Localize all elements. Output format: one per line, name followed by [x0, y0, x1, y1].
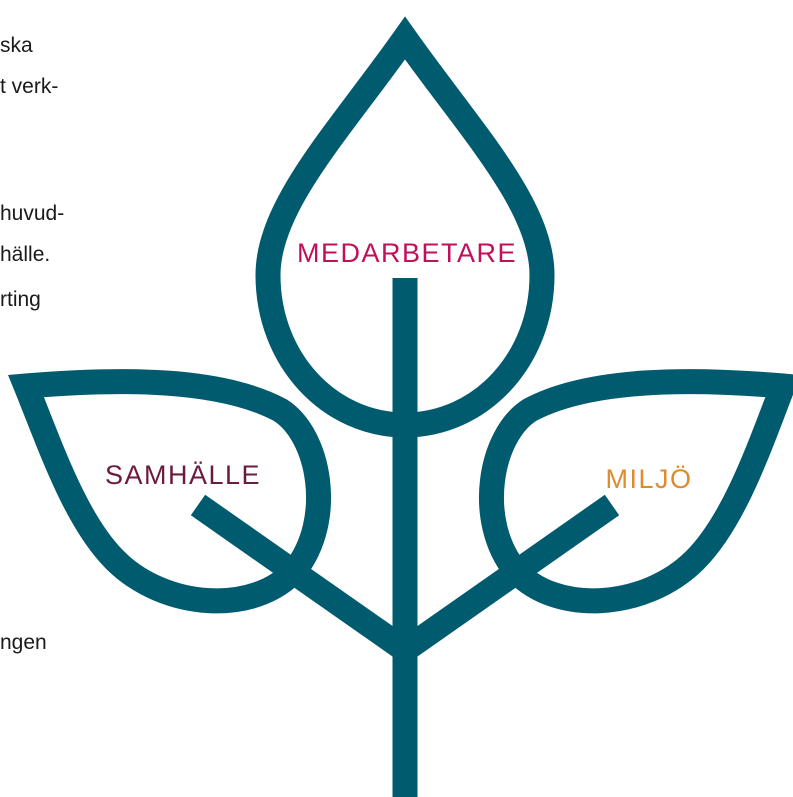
- branch-left: [190, 494, 413, 661]
- body-text-line-2: t verk-: [0, 75, 59, 98]
- body-text-line-6: ngen: [0, 631, 47, 654]
- body-text-line-1: ska: [0, 34, 33, 57]
- branch-right: [397, 494, 620, 661]
- body-text-line-3: huvud-: [0, 202, 65, 225]
- leaf-label-right: MILJÖ: [605, 464, 692, 494]
- leaf-label-left: SAMHÄLLE: [105, 460, 261, 490]
- body-text-line-5: rting: [0, 288, 41, 311]
- leaf-label-top: MEDARBETARE: [297, 238, 517, 268]
- plant-drawing: [8, 16, 793, 797]
- body-text-line-4: hälle.: [0, 243, 51, 266]
